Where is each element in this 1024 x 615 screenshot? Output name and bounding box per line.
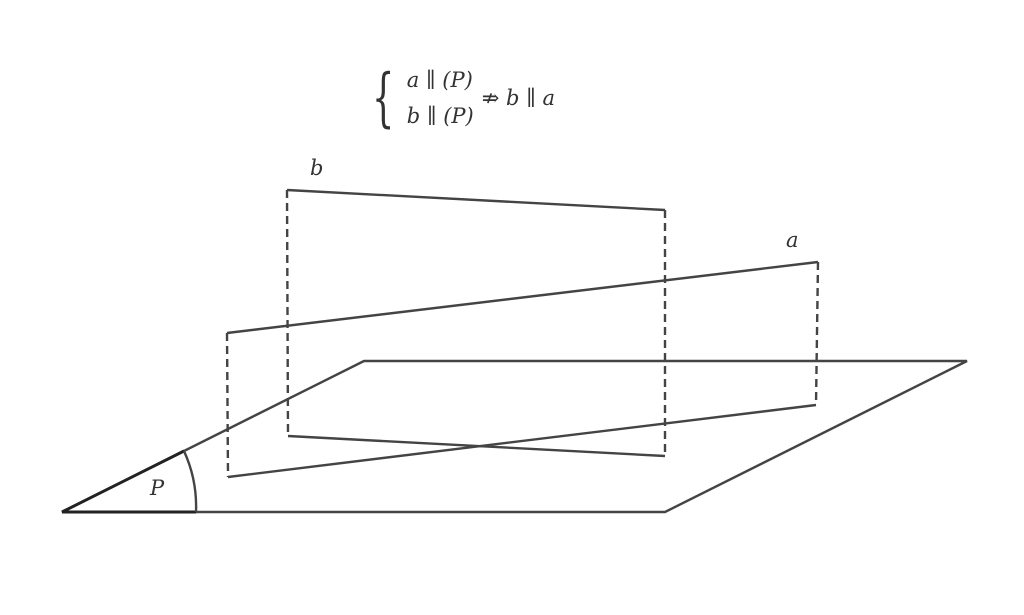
formula-line-2: b ∥ (P) bbox=[406, 104, 474, 128]
line-a-projection bbox=[227, 403, 817, 479]
plane-edge-highlight bbox=[61, 449, 185, 514]
label-b: b bbox=[310, 156, 324, 180]
formula: { a ∥ (P) b ∥ (P) ⇏ b ∥ a bbox=[372, 58, 555, 138]
plane-angle-arc bbox=[182, 450, 198, 513]
plane-p bbox=[61, 359, 968, 514]
label-plane-p: P bbox=[150, 476, 165, 500]
a-left-dashed bbox=[225, 332, 230, 478]
formula-cases: a ∥ (P) b ∥ (P) bbox=[407, 62, 474, 134]
formula-conclusion: ⇏ b ∥ a bbox=[481, 86, 556, 110]
formula-brace: { bbox=[372, 61, 395, 135]
b-left-dashed bbox=[285, 189, 290, 437]
line-a bbox=[226, 260, 819, 335]
formula-line-1: a ∥ (P) bbox=[406, 68, 473, 92]
label-a: a bbox=[786, 228, 799, 252]
line-b bbox=[286, 188, 666, 212]
a-right-dashed bbox=[814, 261, 820, 406]
